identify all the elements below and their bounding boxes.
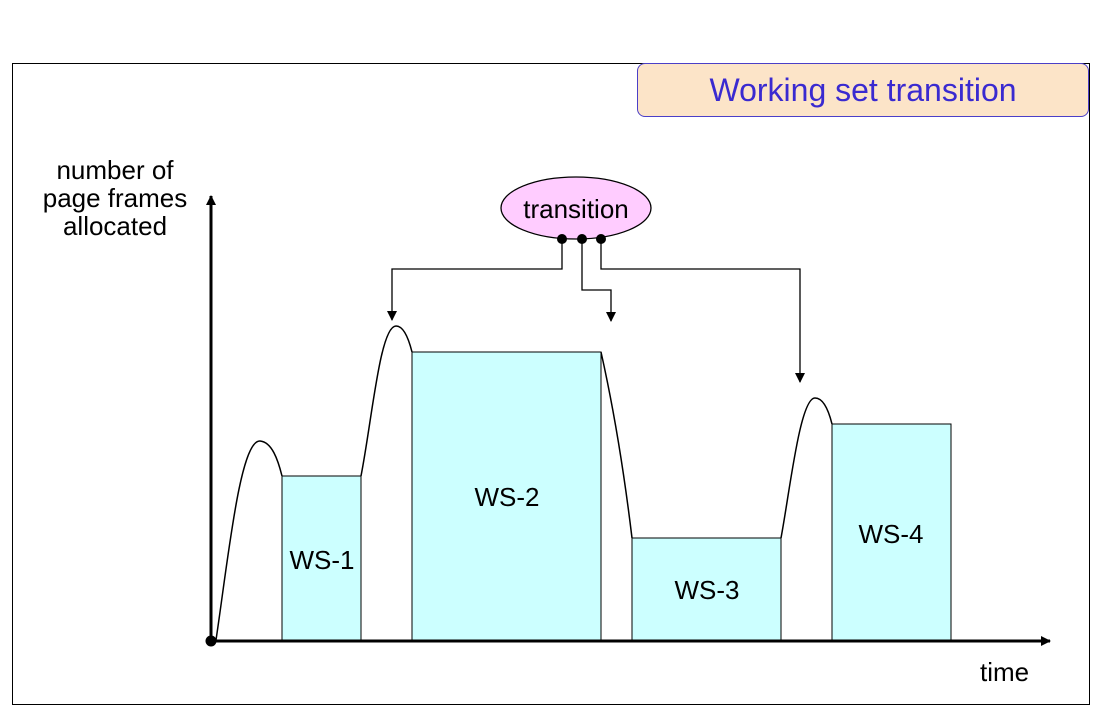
axis-origin — [205, 635, 217, 647]
transition-curve-4 — [780, 397, 833, 539]
y-axis-label-line-1: number of — [56, 155, 174, 185]
ws-block-2 — [411, 351, 602, 641]
connector-dot-2 — [577, 234, 587, 244]
ws-label-1: WS-1 — [290, 545, 355, 575]
transition-curve-3 — [600, 351, 633, 539]
connector-dot-3 — [596, 234, 606, 244]
ws-block-1 — [281, 475, 362, 641]
transition-bubble — [500, 176, 652, 240]
diagram-title: Working set transition — [709, 71, 1017, 108]
title-box: Working set transition — [637, 63, 1089, 117]
transition-label: transition — [523, 194, 629, 224]
y-axis-label: number of page frames allocated — [30, 156, 200, 240]
ws-label-4: WS-4 — [859, 519, 924, 549]
ws-label-3: WS-3 — [675, 575, 740, 605]
ws-block-3 — [631, 537, 782, 641]
y-axis-label-line-3: allocated — [62, 211, 168, 241]
transition-curve-2 — [360, 325, 413, 477]
transition-curve-1 — [215, 440, 283, 641]
transition-arrow-1 — [387, 239, 563, 321]
diagram-frame — [12, 63, 1090, 705]
connector-dot-1 — [557, 234, 567, 244]
transition-arrow-3 — [600, 239, 805, 383]
transition-arrow-2 — [581, 239, 616, 322]
x-axis-label: time — [980, 657, 1030, 687]
y-axis-label-line-2: page frames — [42, 183, 188, 213]
ws-label-2: WS-2 — [475, 482, 540, 512]
